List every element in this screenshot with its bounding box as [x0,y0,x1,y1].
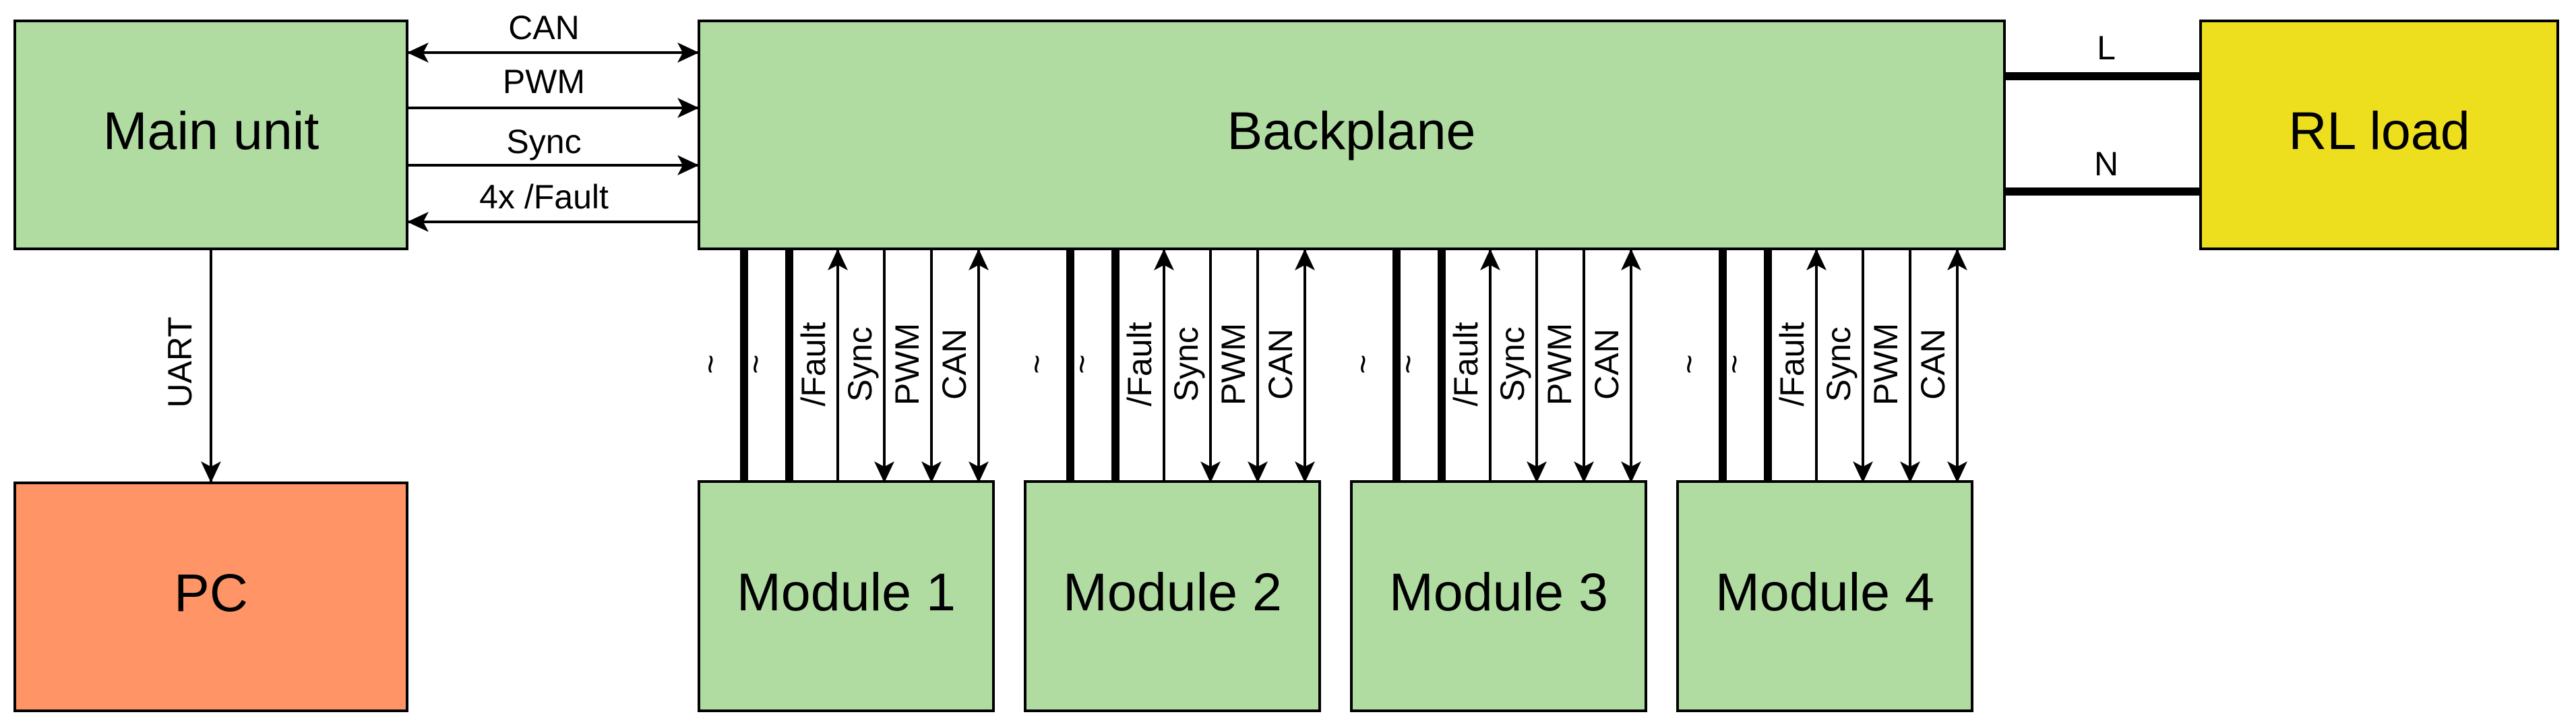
line-n-label: N [2094,145,2118,183]
module-1-signal-label: /Fault [795,322,832,406]
module-4-signal-label: CAN [1914,328,1952,400]
uart-link: UART [161,250,221,483]
module-1-signal-label: ~ [692,354,729,374]
module-2-signal-label: PWM [1215,323,1252,405]
module-4-signal-label: ~ [1670,354,1708,374]
module-3-signal-label: PWM [1541,323,1578,405]
module-4-signal-label: PWM [1867,323,1905,405]
main-unit-label: Main unit [103,100,319,161]
load-power-lines: L N [2006,29,2199,196]
module-1-box [698,480,995,712]
module-4-label: Module 4 [1715,562,1934,622]
module-1-signal-label: CAN [936,328,973,400]
module-4-signal-label: ~ [1715,354,1753,374]
module-1-signal-label: ~ [737,354,774,374]
module-4-signal-label: Sync [1820,326,1858,401]
backplane-block: Backplane [698,20,2006,250]
module-4-signal-label: /Fault [1773,322,1811,406]
rl-load-label: RL load [2288,100,2470,161]
main-unit-block: Main unit [13,20,408,250]
line-l-label: L [2097,29,2116,67]
module-3-signal-label: Sync [1494,326,1531,401]
module-1-label: Module 1 [737,562,956,622]
module-1-signal-label: Sync [841,326,879,401]
backplane-label: Backplane [1227,100,1476,161]
module-4-box [1676,480,1973,712]
module-2-signal-label: ~ [1063,354,1101,374]
module-3-signal-label: /Fault [1447,322,1485,406]
pc-block: PC [13,482,408,712]
module-2-signal-label: CAN [1262,328,1299,400]
can-link-label: CAN [508,9,580,47]
module-3-signal-label: CAN [1588,328,1626,400]
module-3-label: Module 3 [1389,562,1608,622]
module-1-signal-label: PWM [888,323,926,405]
module-2-signal-label: ~ [1018,354,1055,374]
uart-label: UART [161,316,199,407]
fault-link-label: 4x /Fault [479,178,609,216]
pc-label: PC [174,562,248,622]
rl-load-block: RL load [2199,20,2559,250]
main-backplane-links: CAN PWM Sync 4x /Fault [407,9,699,232]
module-2-box [1024,480,1321,712]
pwm-link-label: PWM [503,63,585,100]
module-3-signal-label: ~ [1344,354,1382,374]
module-2-label: Module 2 [1063,562,1282,622]
module-2-signal-label: /Fault [1121,322,1159,406]
module-2-signal-label: Sync [1167,326,1205,401]
module-3-box [1350,480,1647,712]
sync-link-label: Sync [506,123,581,161]
module-3-signal-label: ~ [1389,354,1427,374]
